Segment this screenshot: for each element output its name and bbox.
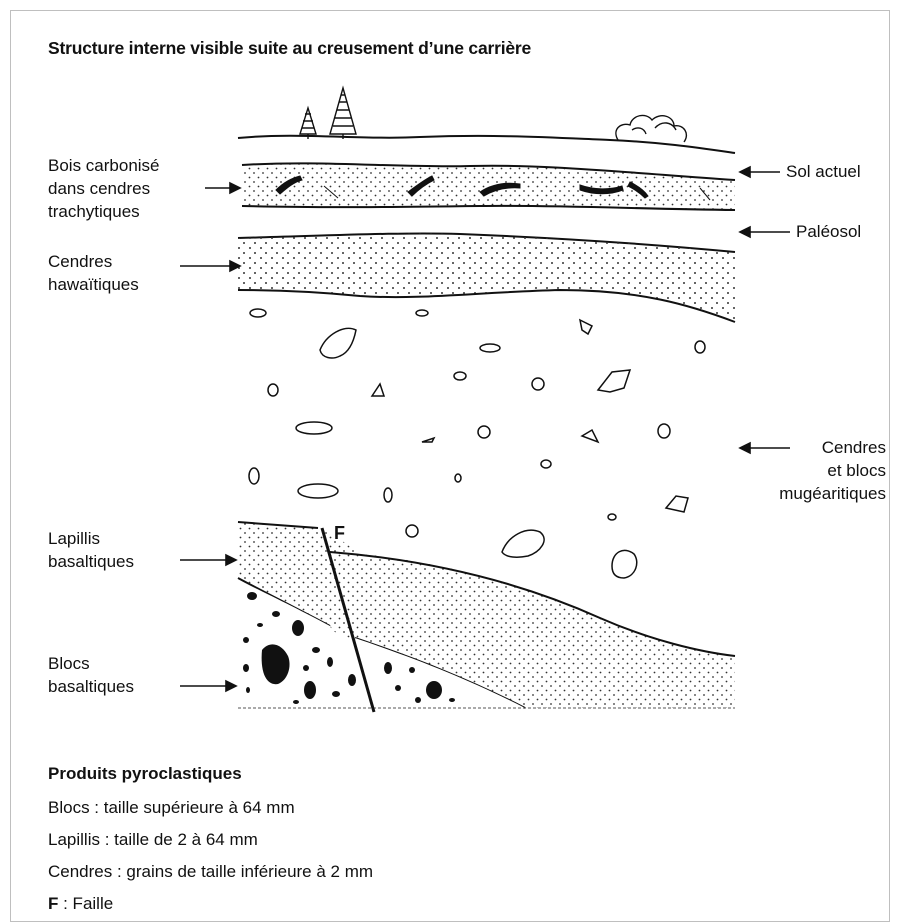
label-current-soil: Sol actuel bbox=[786, 160, 861, 183]
legend-fault-text: : Faille bbox=[58, 894, 113, 913]
label-charred-wood: Bois carbonisé dans cendres trachytiques bbox=[48, 154, 160, 223]
legend-title: Produits pyroclastiques bbox=[48, 764, 242, 784]
trachytic-ash-layer bbox=[242, 163, 735, 210]
fault-label: F bbox=[334, 522, 345, 545]
bush-icon bbox=[616, 115, 686, 142]
label-basaltic-blocks: Blocs basaltiques bbox=[48, 652, 134, 698]
hawaiian-ash-layer bbox=[238, 233, 735, 322]
label-paleosol: Paléosol bbox=[796, 220, 861, 243]
conifer-tree-icon bbox=[300, 88, 356, 139]
legend-fault: F : Faille bbox=[48, 894, 113, 914]
label-hawaiian-ash: Cendres hawaïtiques bbox=[48, 250, 139, 296]
legend-ash: Cendres : grains de taille inférieure à … bbox=[48, 862, 373, 882]
arrow-icon bbox=[740, 167, 790, 453]
legend-fault-key: F bbox=[48, 894, 58, 913]
label-mugearitic-ash-blocks: Cendres et blocs mugéaritiques bbox=[740, 436, 886, 505]
legend-lapilli: Lapillis : taille de 2 à 64 mm bbox=[48, 830, 258, 850]
arrow-icon bbox=[180, 183, 240, 691]
label-basaltic-lapilli: Lapillis basaltiques bbox=[48, 527, 134, 573]
legend-blocks: Blocs : taille supérieure à 64 mm bbox=[48, 798, 295, 818]
ground-surface-line bbox=[238, 136, 735, 153]
